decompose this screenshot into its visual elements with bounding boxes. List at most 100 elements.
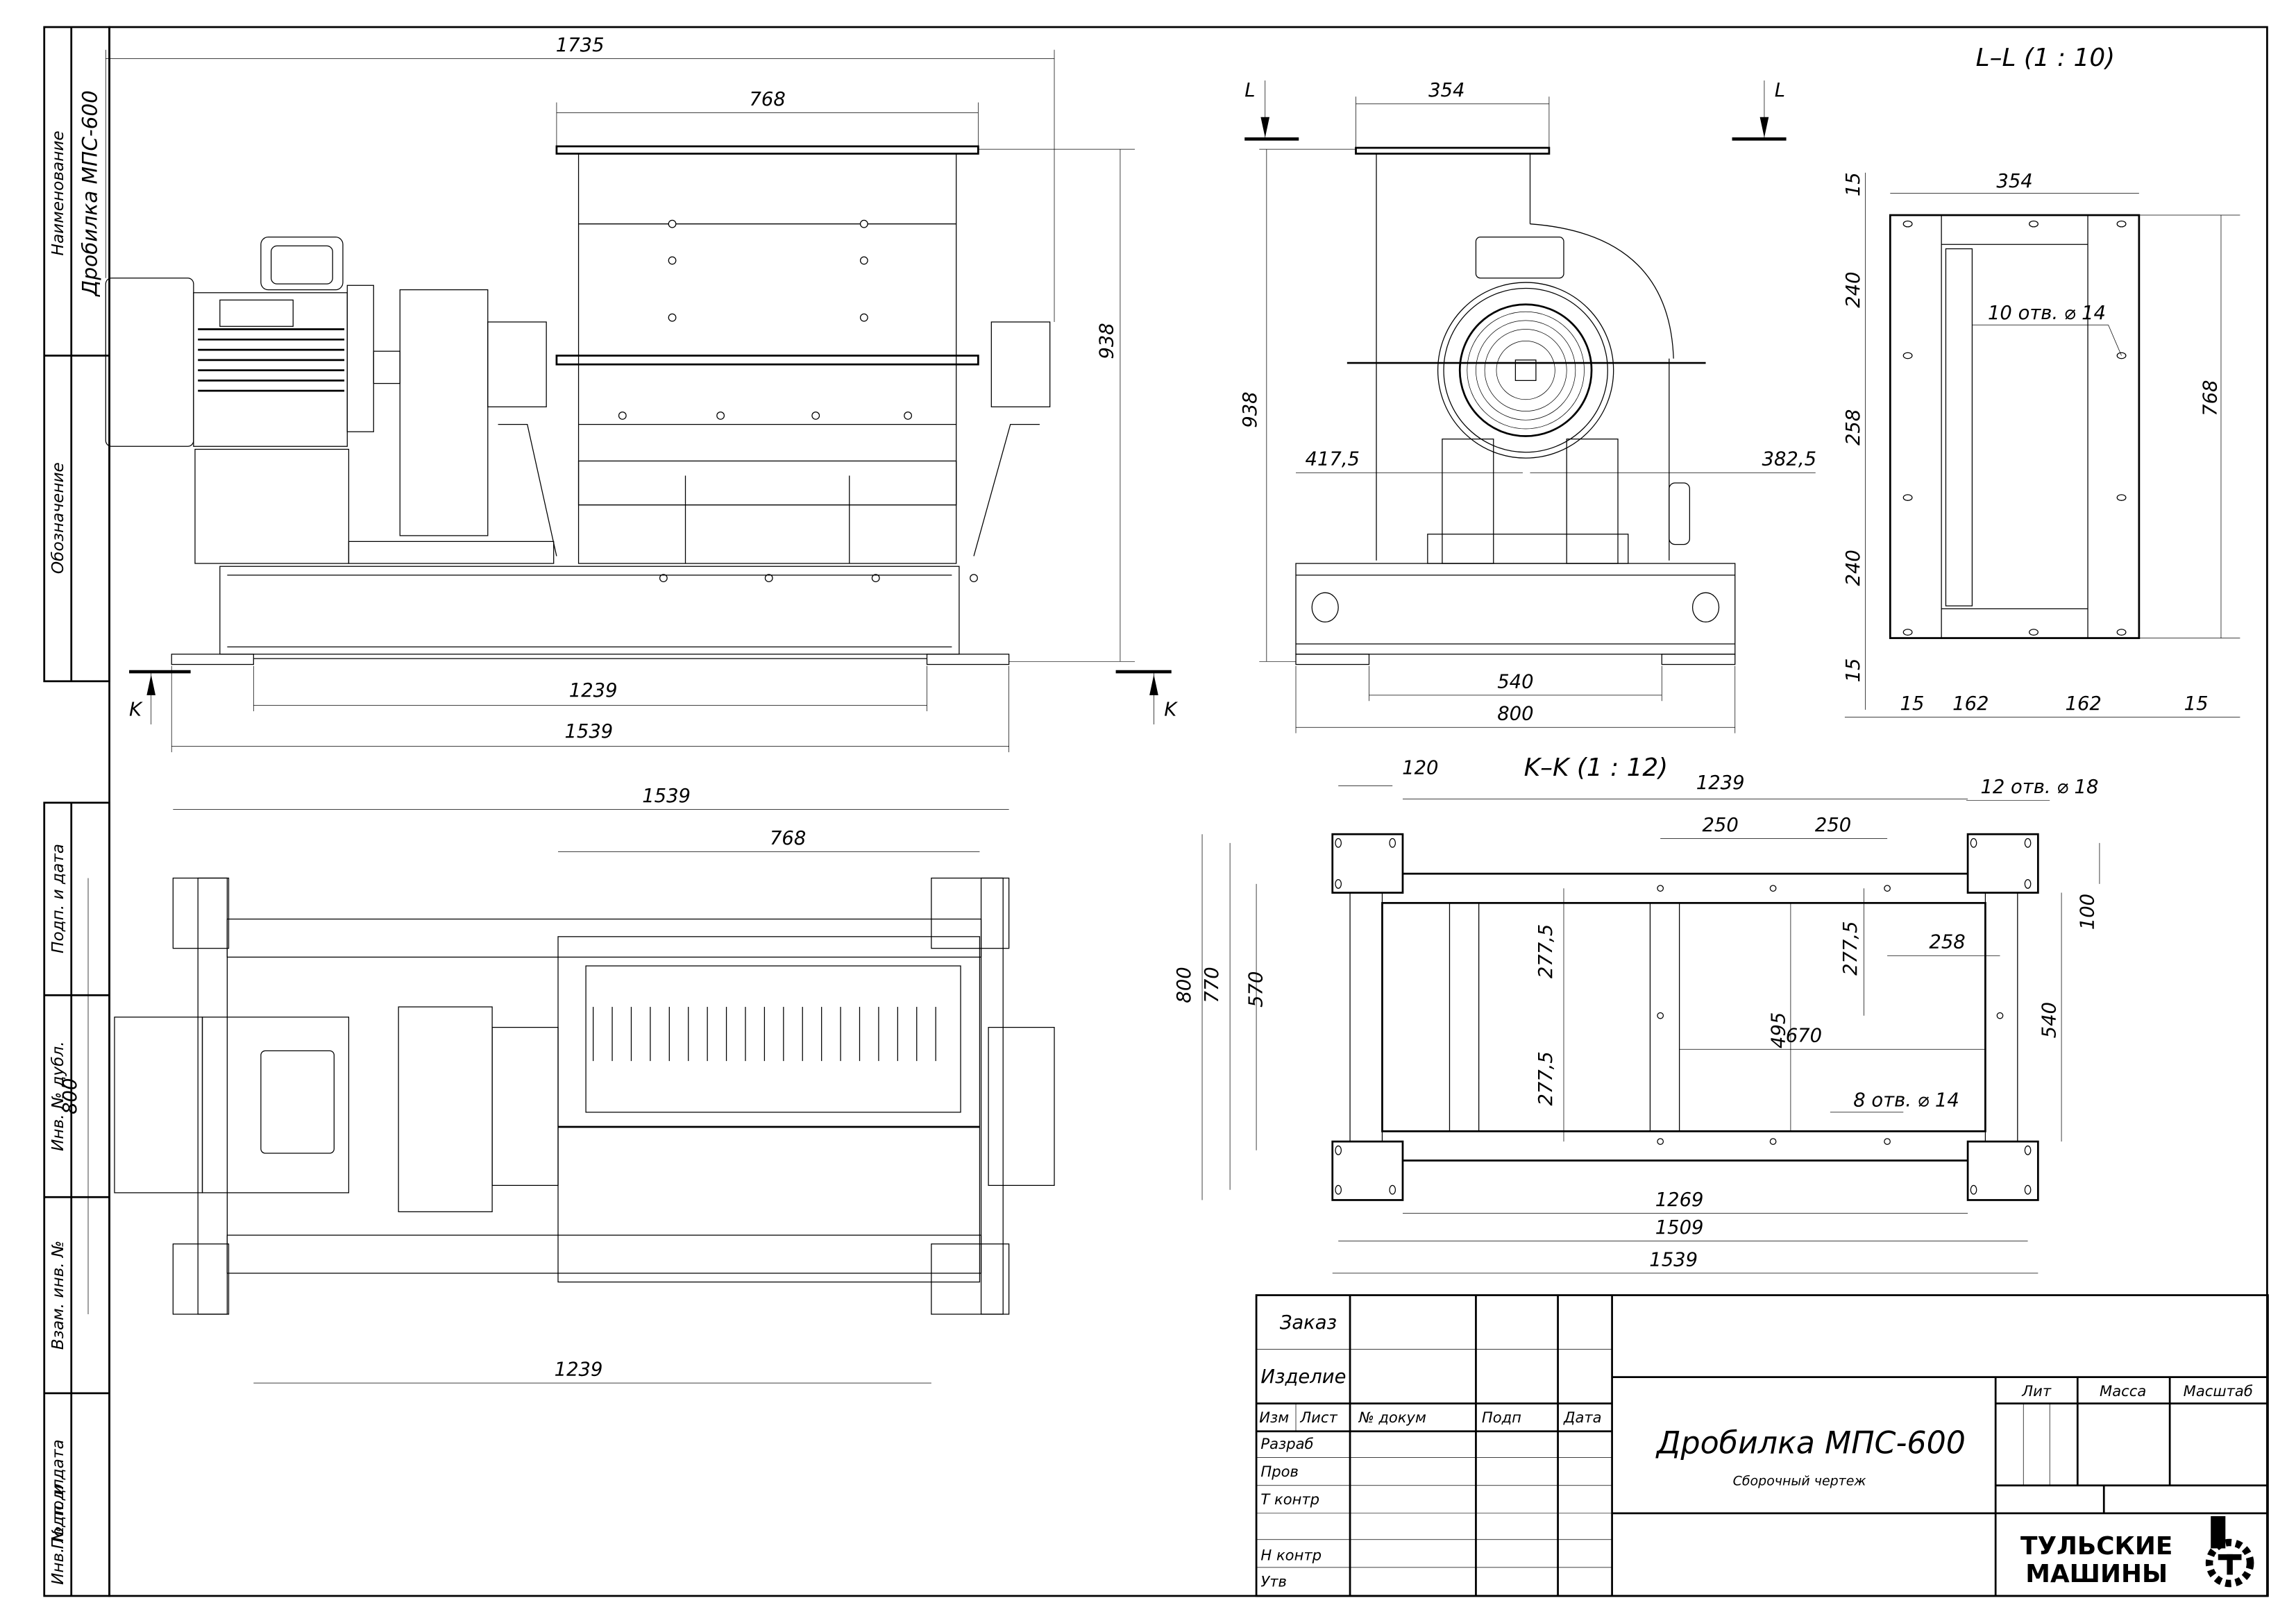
plan-bearing-right	[988, 1026, 1055, 1187]
motor-base	[194, 448, 350, 564]
svg-text:258: 258	[1843, 409, 1864, 445]
tb-col-izm: Изм	[1259, 1409, 1289, 1426]
motor-end-shield	[1437, 282, 1614, 459]
svg-text:1269: 1269	[1655, 1189, 1704, 1211]
plan-motor	[114, 1017, 203, 1193]
gear-logo-icon	[2205, 1516, 2254, 1588]
svg-text:495: 495	[1768, 1012, 1789, 1048]
tb-order-label: Заказ	[1280, 1312, 1337, 1334]
tb-row-norm-control: Н контр	[1260, 1546, 1322, 1563]
base-foot-left	[171, 654, 254, 665]
svg-text:277,5: 277,5	[1840, 921, 1862, 975]
shaft	[555, 355, 979, 366]
svg-text:354: 354	[1428, 80, 1464, 101]
motor-fan-cover	[105, 278, 194, 447]
svg-text:382,5: 382,5	[1762, 449, 1816, 470]
tb-row-tech-control: Т контр	[1260, 1490, 1319, 1508]
svg-text:800: 800	[60, 1078, 81, 1114]
section-marker-k-left: K	[129, 670, 191, 725]
svg-text:1509: 1509	[1655, 1217, 1704, 1239]
svg-text:938: 938	[1240, 391, 1261, 427]
svg-text:250: 250	[1815, 815, 1851, 836]
section-kk-title: K–K (1 : 12)	[1524, 754, 1669, 782]
svg-text:L: L	[1244, 80, 1255, 101]
svg-text:15: 15	[2184, 693, 2209, 715]
svg-text:1239: 1239	[569, 680, 618, 702]
logo-text-line-1: ТУЛЬСКИЕ	[2020, 1532, 2172, 1561]
svg-text:277,5: 277,5	[1535, 924, 1557, 978]
svg-text:540: 540	[1497, 671, 1533, 692]
svg-text:12 отв. ⌀ 18: 12 отв. ⌀ 18	[1980, 776, 2098, 798]
end-dimensions: 354 938 417,5 382,5 540 800	[1240, 80, 1816, 733]
svg-text:1539: 1539	[642, 785, 691, 807]
end-terminal-box	[1475, 237, 1564, 279]
bolt-pattern	[618, 219, 978, 583]
svg-text:15: 15	[1900, 693, 1925, 715]
company-logo: ТУЛЬСКИЕ МАШИНЫ	[2020, 1516, 2254, 1588]
tb-col-list: Лист	[1299, 1409, 1337, 1426]
kk-holes	[1335, 838, 2032, 1195]
rotor-hammers	[593, 1007, 936, 1062]
plan-crusher-body	[557, 936, 981, 1283]
hopper-flange	[555, 145, 979, 155]
strip-value-name: Дробилка МПС-600	[78, 90, 102, 298]
strip-label-name: Наименование	[49, 130, 67, 255]
crusher-body	[577, 153, 957, 506]
tb-col-sign: Подп	[1482, 1409, 1521, 1426]
end-hopper-flange	[1355, 146, 1551, 155]
svg-text:1539: 1539	[564, 721, 613, 742]
plan-dimensions: 1539 768 800 1239	[60, 785, 1009, 1384]
svg-text:K: K	[1164, 699, 1178, 720]
tb-row-approved: Утв	[1260, 1572, 1287, 1590]
svg-text:240: 240	[1843, 550, 1864, 586]
ll-dimensions: 354 768 15 240 258 240 15 15 162 162 15 …	[1843, 171, 2240, 717]
end-base-frame	[1295, 563, 1736, 655]
svg-text:1239: 1239	[1696, 772, 1745, 794]
svg-text:120: 120	[1402, 758, 1438, 779]
bearing-right	[990, 321, 1051, 407]
tb-header-mass: Масса	[2100, 1382, 2146, 1400]
section-ll-title: L–L (1 : 10)	[1976, 44, 2116, 72]
section-marker-l-right: L	[1732, 80, 1787, 141]
motor-flange	[346, 284, 374, 432]
svg-text:770: 770	[1201, 967, 1223, 1003]
svg-text:670: 670	[1786, 1026, 1822, 1047]
terminal-box	[260, 237, 344, 291]
section-marker-k-right: K	[1115, 670, 1178, 725]
svg-text:570: 570	[1246, 971, 1267, 1008]
plan-bearing-left	[491, 1026, 559, 1187]
svg-text:1539: 1539	[1649, 1249, 1698, 1271]
kk-dimensions: 120 1239 12 отв. ⌀ 18 250 250 800 770 57…	[1174, 758, 2100, 1274]
strip-label-designation: Обозначение	[49, 462, 67, 574]
document-subtitle: Сборочный чертеж	[1733, 1474, 1866, 1489]
end-handle	[1669, 482, 1691, 545]
ll-holes	[1902, 220, 2127, 636]
strip-label-dup-inv: Инв. № дубл.	[49, 1041, 67, 1151]
svg-text:768: 768	[2200, 380, 2222, 416]
svg-text:15: 15	[1843, 172, 1864, 196]
strip-label-replace-inv: Взам. инв. №	[49, 1241, 67, 1350]
svg-text:938: 938	[1096, 323, 1117, 359]
svg-text:277,5: 277,5	[1535, 1051, 1557, 1105]
svg-text:354: 354	[1996, 171, 2032, 192]
svg-text:15: 15	[1843, 658, 1864, 683]
end-view: L L 354 938 417,5 382,5 540 800	[1240, 80, 1816, 733]
svg-text:1239: 1239	[555, 1359, 603, 1381]
bearing-left	[487, 321, 547, 407]
svg-text:10 отв. ⌀ 14: 10 отв. ⌀ 14	[1988, 303, 2106, 324]
plan-view: 1539 768 800 1239	[60, 785, 1055, 1384]
svg-text:540: 540	[2039, 1002, 2061, 1038]
tb-product-label: Изделие	[1260, 1366, 1346, 1388]
svg-text:768: 768	[770, 828, 806, 849]
side-strip-top: Наименование Дробилка МПС-600 Обозначени…	[43, 26, 110, 683]
coupling-housing	[399, 289, 489, 536]
svg-text:800: 800	[1497, 704, 1533, 725]
svg-text:162: 162	[2066, 693, 2102, 715]
section-kk: K–K (1 : 12) 120 1239 12 отв. ⌀ 18	[1174, 754, 2100, 1274]
svg-text:250: 250	[1703, 815, 1739, 836]
tb-row-checked: Пров	[1260, 1463, 1299, 1480]
section-marker-l-left: L	[1244, 80, 1299, 141]
logo-text-line-2: МАШИНЫ	[2025, 1560, 2168, 1588]
strip-label-sign-date-2: Подп. и дата	[49, 1439, 67, 1549]
